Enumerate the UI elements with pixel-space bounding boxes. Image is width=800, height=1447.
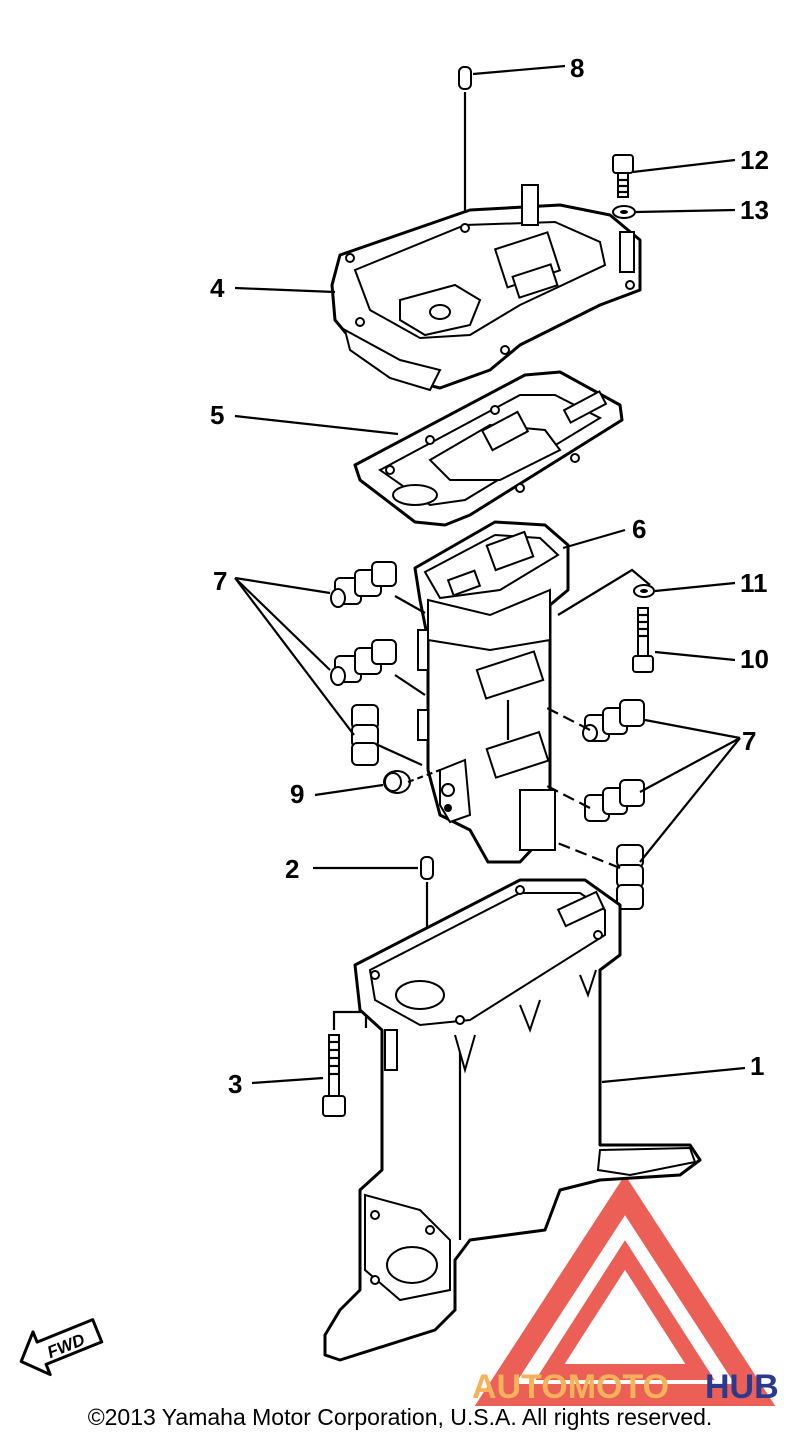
- part-grommet-8: [383, 770, 411, 794]
- fwd-arrow-icon: FWD: [19, 1318, 104, 1377]
- part-washer-13: [612, 205, 636, 219]
- leader-lines: [234, 64, 746, 1085]
- part-mount-rubbers-7: [330, 561, 645, 910]
- part-dowel-pin-9: [458, 66, 472, 225]
- copyright-footer: ©2013 Yamaha Motor Corporation, U.S.A. A…: [87, 1404, 713, 1430]
- callout-6: 6: [632, 514, 646, 544]
- callout-12: 12: [740, 145, 769, 175]
- part-bolt-10: [632, 607, 654, 673]
- watermark-text: AUTOMOTO HUB: [472, 1368, 779, 1406]
- part-exhaust-guide-6: [413, 520, 570, 864]
- watermark-hub: HUB: [705, 1368, 779, 1406]
- watermark-logo: [474, 1174, 776, 1406]
- part-bolt-12: [612, 154, 634, 198]
- callout-numbers: 8 12 13 4 5 6 7 11 10 7 9 2 3 1: [210, 53, 769, 1099]
- part-bolt-3: [322, 1010, 368, 1117]
- part-washer-11: [633, 584, 655, 598]
- callout-2: 2: [285, 854, 299, 884]
- callout-8: 9: [290, 779, 304, 809]
- callout-5: 5: [210, 400, 224, 430]
- callout-7-right: 7: [742, 726, 756, 756]
- watermark-automoto: AUTOMOTO: [472, 1368, 669, 1406]
- part-upper-case-4: [330, 184, 642, 392]
- callout-4: 4: [210, 273, 225, 303]
- callout-10: 10: [740, 644, 769, 674]
- callout-7-left: 7: [213, 566, 227, 596]
- part-gasket-5: [353, 370, 624, 527]
- part-upper-casing-1: [323, 878, 702, 1362]
- callout-3: 3: [228, 1069, 242, 1099]
- callout-9: 8: [570, 53, 584, 83]
- callout-1: 1: [750, 1051, 764, 1081]
- callout-11: 11: [740, 568, 768, 598]
- callout-13: 13: [740, 195, 769, 225]
